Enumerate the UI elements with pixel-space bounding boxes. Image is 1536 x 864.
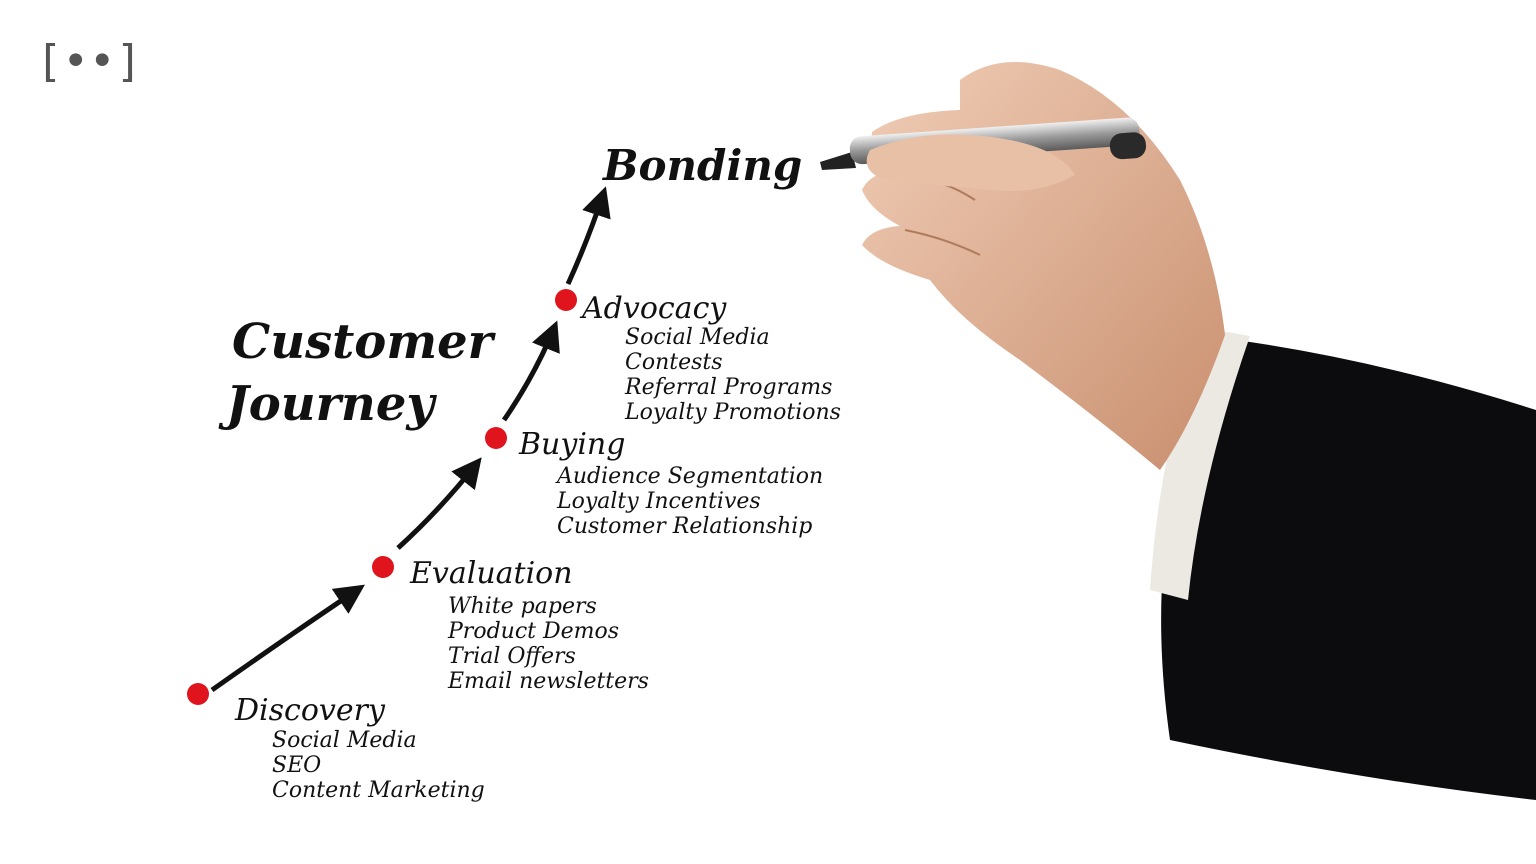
- stage-item: Trial Offers: [448, 644, 576, 669]
- brand-logo: [••]: [36, 36, 142, 87]
- stage-item: Audience Segmentation: [555, 464, 823, 489]
- stage-dot-buying: [485, 427, 507, 449]
- finger-crease: [904, 229, 981, 256]
- arrow-advocacy-to-bonding: [565, 186, 611, 286]
- stage-dot-advocacy: [555, 289, 577, 311]
- stage-item: Social Media: [625, 325, 770, 350]
- stage-item: Email newsletters: [447, 669, 649, 694]
- arrow-discovery-to-evaluation: [210, 584, 365, 693]
- goal-bonding: Bonding: [602, 141, 802, 190]
- stage-item: Customer Relationship: [557, 514, 812, 539]
- stage-dot-evaluation: [372, 556, 394, 578]
- stage-dot-discovery: [187, 683, 209, 705]
- suit-sleeve: [1161, 340, 1536, 800]
- stage-name-advocacy: Advocacy: [579, 291, 727, 326]
- diagram-title-line1: Customer: [232, 314, 497, 370]
- stage-name-buying: Buying: [518, 427, 625, 462]
- stage-item: Loyalty Incentives: [556, 489, 761, 514]
- stage-name-discovery: Discovery: [234, 693, 386, 728]
- writing-hand: [862, 62, 1225, 470]
- diagram-title-line2: Journey: [218, 376, 437, 432]
- stage-item: Product Demos: [447, 619, 619, 644]
- stage-name-evaluation: Evaluation: [409, 556, 573, 591]
- arrow-buying-to-advocacy: [501, 320, 560, 422]
- stage-item: White papers: [448, 594, 597, 619]
- stage-item: Social Media: [272, 728, 417, 753]
- arrow-evaluation-to-buying: [396, 457, 482, 550]
- stage-item: Loyalty Promotions: [624, 400, 841, 425]
- stage-item: Content Marketing: [272, 778, 485, 803]
- stage-item: Referral Programs: [624, 375, 832, 400]
- stage-item: Contests: [625, 350, 723, 375]
- stage-item: SEO: [272, 753, 321, 778]
- shirt-cuff: [1150, 328, 1250, 600]
- thumb: [866, 134, 1075, 191]
